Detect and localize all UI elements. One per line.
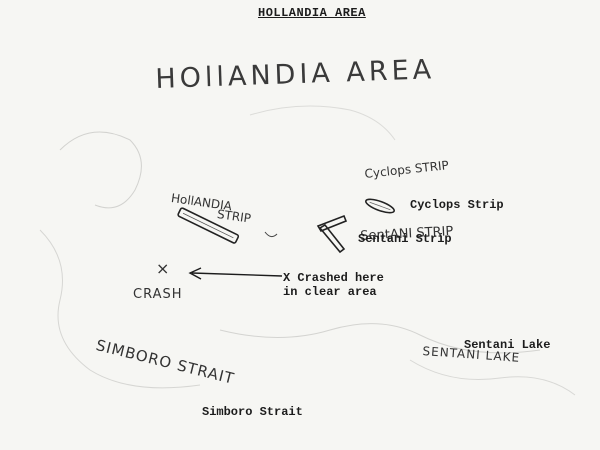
typed-sentani-lake: Sentani Lake xyxy=(464,338,551,352)
coastline-trace-north xyxy=(59,131,142,209)
coastline-trace-south xyxy=(219,323,541,354)
typed-crash-note: X Crashed here in clear area xyxy=(283,271,384,299)
crash-mark: × xyxy=(156,259,170,278)
sentani-strip-shape xyxy=(316,214,348,254)
typed-sentani-strip: Sentani Strip xyxy=(358,232,452,246)
map-title: HOLLANDIA AREA xyxy=(258,6,366,20)
hollandia-strip-shape xyxy=(177,207,240,244)
hollandia-strip-tick xyxy=(264,231,278,238)
crash-arrow-line xyxy=(191,272,283,277)
cyclops-strip-shape xyxy=(365,198,395,214)
crash-arrow-head xyxy=(188,267,202,280)
typed-simboro-strait: Simboro Strait xyxy=(202,405,303,419)
handwritten-crash: CRASH xyxy=(133,287,183,302)
crash-note-line1: X Crashed here xyxy=(283,271,384,285)
lake-trace xyxy=(409,359,576,396)
crash-note-line2: in clear area xyxy=(283,285,377,299)
typed-cyclops-strip: Cyclops Strip xyxy=(410,198,504,212)
coastline-trace-west xyxy=(39,229,201,389)
terrain-trace xyxy=(249,105,396,141)
